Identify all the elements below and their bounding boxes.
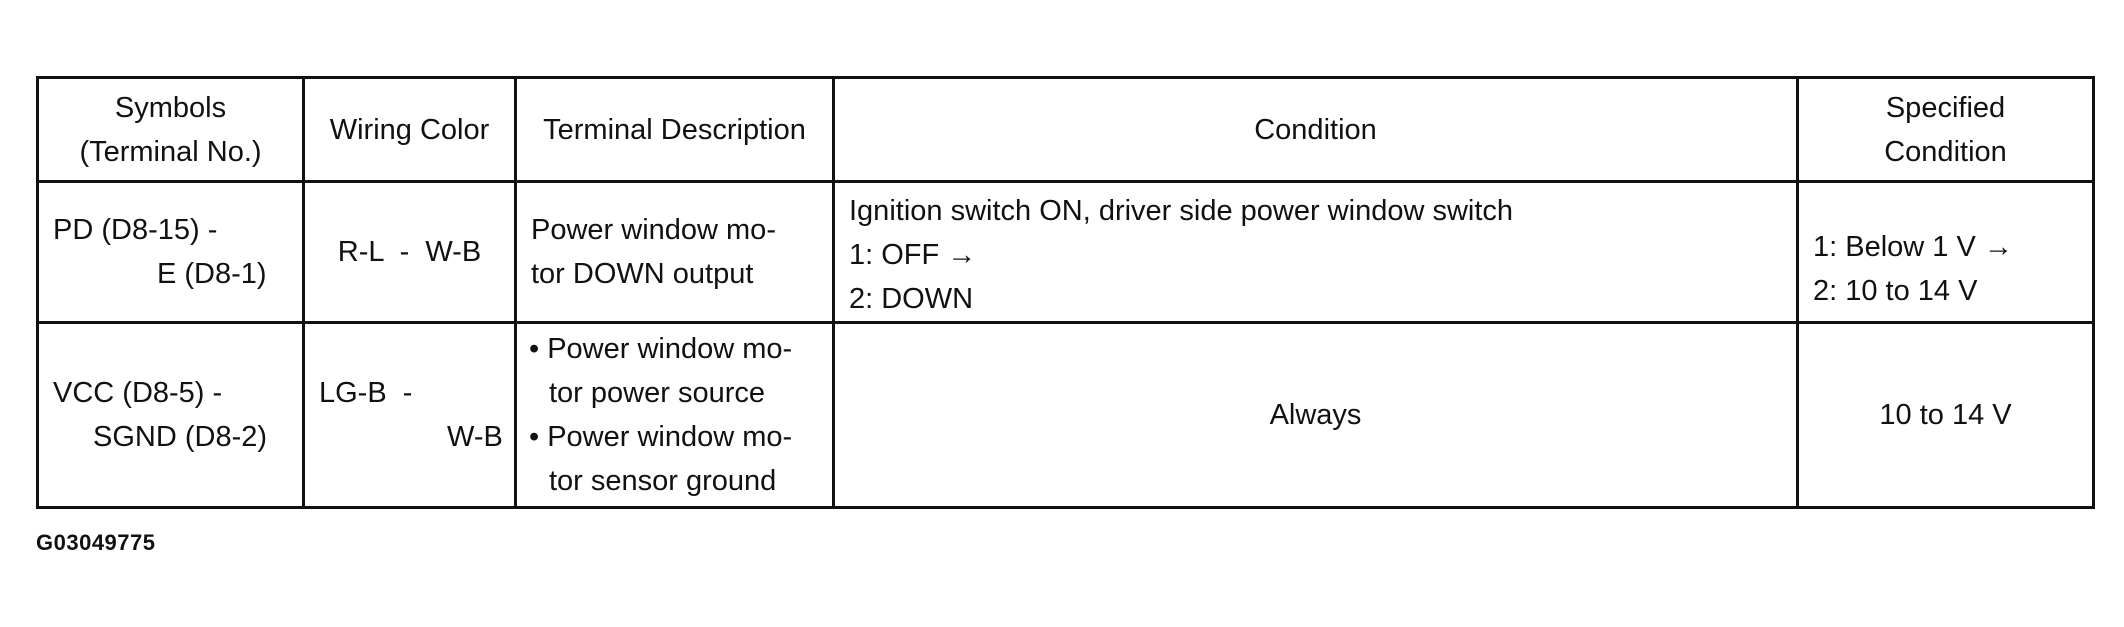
row2-description-line-4: tor sensor ground bbox=[549, 465, 777, 497]
row1-condition-line-1: Ignition switch ON, driver side power wi… bbox=[849, 195, 1514, 227]
row1-description-line-2: tor DOWN output bbox=[531, 258, 754, 290]
header-wiring-color: Wiring Color bbox=[302, 76, 517, 183]
row2-symbols-line-1: VCC (D8-5) - bbox=[53, 377, 223, 409]
header-symbols-line-1: Symbols bbox=[114, 91, 227, 124]
row1-symbols-line-1: PD (D8-15) - bbox=[53, 214, 218, 246]
header-specified-line-1: Specified bbox=[1885, 91, 2006, 124]
row1-specified-line-1: 1: Below 1 V → bbox=[1813, 231, 2013, 263]
row2-wiring-color: LG-B - W-B bbox=[302, 321, 517, 509]
row2-condition: Always bbox=[832, 321, 1799, 509]
row2-symbols-line-2: SGND (D8-2) bbox=[93, 421, 268, 453]
row1-wiring-color: R-L - W-B bbox=[302, 180, 517, 324]
header-specified-line-2: Condition bbox=[1884, 135, 2007, 168]
row2-description-line-1: • Power window mo- bbox=[529, 333, 793, 365]
row2-terminal-description: • Power window mo- tor power source • Po… bbox=[514, 321, 835, 509]
row1-condition: Ignition switch ON, driver side power wi… bbox=[832, 180, 1799, 324]
row1-description-line-1: Power window mo- bbox=[531, 214, 776, 246]
row1-wiring-color-text: R-L - W-B bbox=[337, 236, 482, 268]
row2-specified-condition: 10 to 14 V bbox=[1796, 321, 2095, 509]
figure-id-label: G03049775 bbox=[36, 530, 156, 555]
table-row: VCC (D8-5) - SGND (D8-2) LG-B - W-B • Po… bbox=[36, 321, 2095, 509]
row2-wiring-line-1: LG-B - bbox=[319, 377, 413, 409]
terminal-spec-table: Symbols (Terminal No.) Wiring Color Term… bbox=[36, 76, 2095, 509]
header-symbols: Symbols (Terminal No.) bbox=[36, 76, 305, 183]
row1-terminal-description: Power window mo- tor DOWN output bbox=[514, 180, 835, 324]
row2-symbols: VCC (D8-5) - SGND (D8-2) bbox=[36, 321, 305, 509]
header-terminal-description: Terminal Description bbox=[514, 76, 835, 183]
row1-symbols-line-2: E (D8-1) bbox=[157, 258, 267, 290]
row1-specified-condition: 1: Below 1 V → 2: 10 to 14 V bbox=[1796, 180, 2095, 324]
header-specified-condition: Specified Condition bbox=[1796, 76, 2095, 183]
row2-wiring-line-2: W-B bbox=[447, 421, 503, 453]
row2-description-line-3: • Power window mo- bbox=[529, 421, 793, 453]
table-header-row: Symbols (Terminal No.) Wiring Color Term… bbox=[36, 76, 2095, 183]
row1-condition-line-3: 2: DOWN bbox=[849, 283, 974, 315]
row1-specified-line-2: 2: 10 to 14 V bbox=[1813, 275, 1978, 307]
row1-condition-line-2: 1: OFF → bbox=[849, 239, 977, 271]
header-symbols-line-2: (Terminal No.) bbox=[79, 135, 262, 168]
row1-symbols: PD (D8-15) - E (D8-1) bbox=[36, 180, 305, 324]
row2-description-line-2: tor power source bbox=[549, 377, 765, 409]
table-row: PD (D8-15) - E (D8-1) R-L - W-B Power wi… bbox=[36, 180, 2095, 324]
header-condition: Condition bbox=[832, 76, 1799, 183]
